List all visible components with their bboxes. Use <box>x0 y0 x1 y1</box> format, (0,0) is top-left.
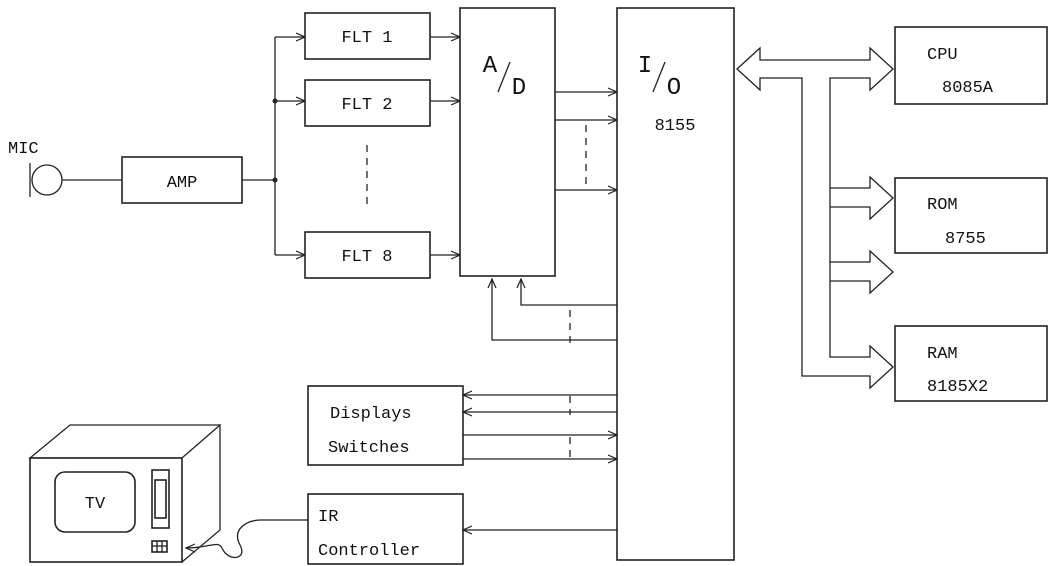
io-display-switch-wires <box>463 395 617 459</box>
filter-1-block: FLT 1 <box>305 13 430 59</box>
displays-label: Displays <box>330 405 412 424</box>
amp-label: AMP <box>167 174 198 193</box>
rom-block: ROM 8755 <box>895 178 1047 253</box>
cpu-chip-label: 8085A <box>942 79 994 98</box>
ir-label-line1: IR <box>318 508 338 527</box>
io-block: I O 8155 <box>617 8 734 560</box>
amp-block: AMP <box>122 157 242 203</box>
tv-set: TV <box>30 425 220 562</box>
filter-8-label: FLT 8 <box>341 248 392 267</box>
filter-8-block: FLT 8 <box>305 232 430 278</box>
mic-label: MIC <box>8 140 39 159</box>
io-chip-label: 8155 <box>655 117 696 136</box>
switches-label: Switches <box>328 439 410 458</box>
ram-chip-label: 8185X2 <box>927 378 988 397</box>
ir-label-line2: Controller <box>318 542 420 561</box>
adc-label-bottom: D <box>512 75 526 102</box>
adc-label-top: A <box>483 53 498 80</box>
ir-to-tv-link <box>186 520 308 557</box>
cpu-label: CPU <box>927 46 958 65</box>
ram-block: RAM 8185X2 <box>895 326 1047 401</box>
io-label-bottom: O <box>667 75 681 102</box>
io-label-top: I <box>638 53 652 80</box>
cpu-block: CPU 8085A <box>895 27 1047 104</box>
filter-2-label: FLT 2 <box>341 96 392 115</box>
adc-to-io-wires <box>555 92 617 190</box>
adc-block: A D <box>460 8 555 276</box>
system-bus <box>737 48 893 388</box>
rom-chip-label: 8755 <box>945 230 986 249</box>
displays-switches-block: Displays Switches <box>308 386 463 465</box>
filter-fanout-wires <box>242 37 305 255</box>
filter-to-adc-wires <box>430 37 460 255</box>
filter-2-block: FLT 2 <box>305 80 430 126</box>
rom-label: ROM <box>927 196 958 215</box>
microphone: MIC <box>8 140 62 197</box>
tv-label: TV <box>85 495 106 514</box>
io-to-adc-control-wires <box>492 279 617 345</box>
ram-label: RAM <box>927 345 958 364</box>
ir-controller-block: IR Controller <box>308 494 463 564</box>
filter-1-label: FLT 1 <box>341 29 392 48</box>
